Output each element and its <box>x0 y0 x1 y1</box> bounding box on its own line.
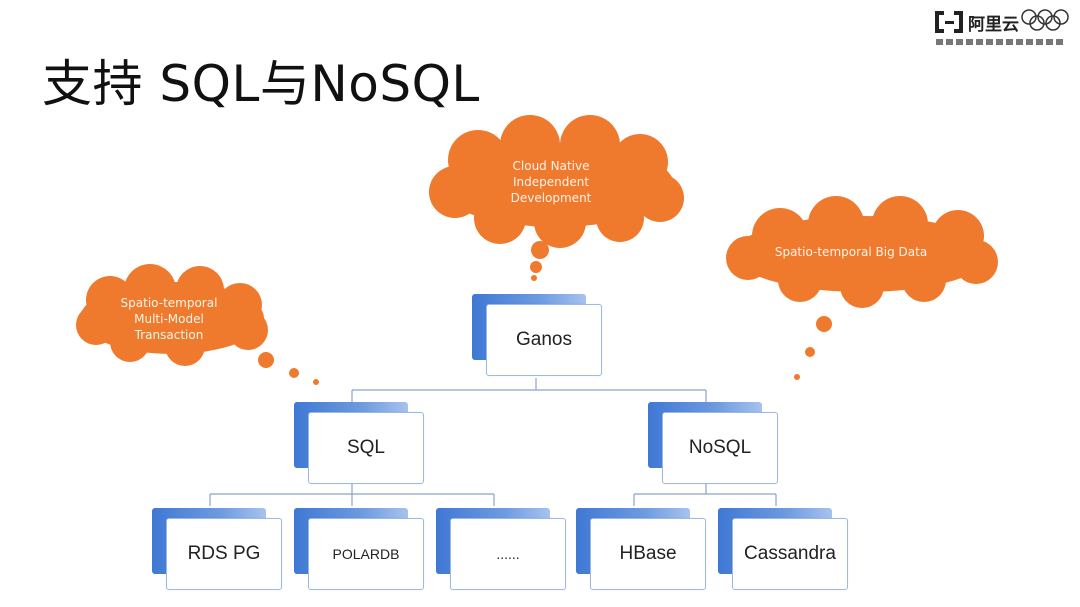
cloud-right-line: Spatio-temporal Big Data <box>774 245 928 259</box>
node-label: SQL <box>308 412 424 484</box>
tree-connectors <box>209 378 777 506</box>
node-sql: SQL <box>294 402 424 484</box>
node-label: ...... <box>450 518 566 590</box>
node-hbase: HBase <box>576 508 706 590</box>
node-label: HBase <box>590 518 706 590</box>
node-label: Ganos <box>486 304 602 376</box>
node-label: RDS PG <box>166 518 282 590</box>
node-more: ...... <box>436 508 566 590</box>
node-cassandra: Cassandra <box>718 508 848 590</box>
aliyun-mark-icon <box>935 11 963 33</box>
logo-tagline-graphic <box>936 39 1063 45</box>
cloud-top <box>429 115 684 281</box>
node-label: Cassandra <box>732 518 848 590</box>
cloud-top-text: Cloud Native Independent Development <box>478 158 624 206</box>
aliyun-logo: 阿里云 <box>934 6 1074 46</box>
cloud-left-line: Multi-Model <box>134 312 204 326</box>
cloud-left-line: Spatio-temporal <box>120 296 218 310</box>
olympic-rings-icon <box>1021 9 1069 31</box>
node-label: NoSQL <box>662 412 778 484</box>
cloud-right <box>726 196 998 380</box>
cloud-right-text: Spatio-temporal Big Data <box>756 244 946 260</box>
slide-title: 支持 SQL与NoSQL <box>42 55 480 113</box>
cloud-left-line: Transaction <box>134 328 204 342</box>
cloud-left <box>76 264 319 385</box>
node-ganos: Ganos <box>472 294 602 376</box>
node-polardb: POLARDB <box>294 508 424 590</box>
cloud-top-line: Development <box>510 191 592 205</box>
node-nosql: NoSQL <box>648 402 778 484</box>
logo-brand-text: 阿里云 <box>968 15 1019 35</box>
node-label: POLARDB <box>308 518 424 590</box>
node-rds-pg: RDS PG <box>152 508 282 590</box>
cloud-left-text: Spatio-temporal Multi-Model Transaction <box>104 295 234 343</box>
cloud-top-line: Independent <box>512 175 590 189</box>
cloud-top-line: Cloud Native <box>512 159 590 173</box>
